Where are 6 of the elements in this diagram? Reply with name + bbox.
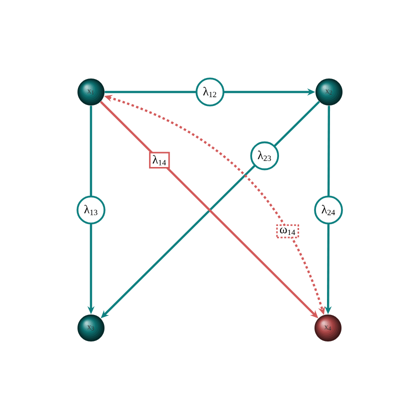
edge-label: λ$_{14}$ (149, 152, 170, 169)
edge-label: λ$_{12}$ (196, 78, 224, 106)
edge-label: λ$_{13}$ (76, 196, 106, 224)
edge-label: λ$_{23}$ (250, 141, 280, 170)
edge-label: ω$_{14}$ (276, 224, 300, 238)
edge-label: λ$_{24}$ (314, 196, 343, 224)
